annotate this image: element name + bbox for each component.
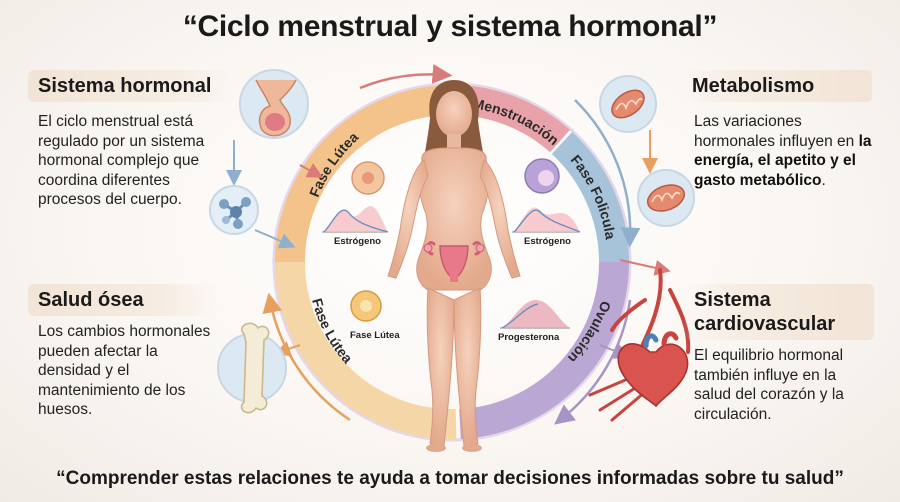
hormone-curve-icon-right: [512, 207, 581, 233]
panel-metabolismo-title: Metabolismo: [692, 75, 815, 97]
pituitary-gland-icon: [239, 69, 309, 139]
page-title: “Ciclo menstrual y sistema hormonal”: [182, 10, 718, 43]
panel-metabolismo-end: .: [821, 171, 826, 189]
cell-icon-folicular: [524, 158, 560, 194]
label-progesterona: Progesterona: [498, 332, 560, 343]
panel-hormonal-body: El ciclo menstrual está regulado por un …: [38, 113, 205, 208]
panel-osea-body: Los cambios hormonales pueden afectar la…: [38, 323, 211, 418]
panel-hormonal-title: Sistema hormonal: [38, 75, 212, 97]
hormone-molecule-icon: [209, 185, 259, 235]
female-figure: [387, 80, 521, 452]
panel-osea-title: Salud ósea: [38, 289, 144, 311]
panel-osea-heading: Salud ósea: [28, 284, 218, 316]
panel-metabolismo-body: Las variaciones hormonales influyen en l…: [694, 112, 874, 190]
panel-cardio-heading: Sistema cardiovascular: [684, 284, 874, 340]
panel-cardio-title: Sistema cardiovascular: [694, 289, 836, 335]
phase-lutea-bottom-arc: [275, 261, 457, 440]
phase-lutea-top-arc: [275, 85, 451, 263]
phase-folicular-arc: [551, 131, 630, 263]
phase-ovulacion-arc: [459, 261, 630, 439]
panel-metabolismo-heading: Metabolismo: [682, 70, 872, 102]
panel-metabolismo-text: Las variaciones hormonales influyen en: [694, 113, 859, 150]
panel-hormonal-heading: Sistema hormonal: [28, 70, 234, 102]
hormone-curve-icon-left: [322, 206, 389, 233]
label-estrogeno-left: Estrógeno: [334, 236, 381, 247]
cell-icon-corpus: [350, 290, 382, 322]
footer-quote: “Comprender estas relaciones te ayuda a …: [56, 468, 844, 489]
mitochondria-icon: [599, 75, 657, 133]
panel-metabolismo-bold: la energía, el apetito y el gasto metabó…: [694, 132, 872, 189]
cell-icon-lutea: [351, 161, 385, 195]
hormone-curve-icon-progesterona: [500, 300, 570, 329]
panel-cardio-body: El equilibrio hormonal también influye e…: [694, 347, 844, 423]
label-estrogeno-right: Estrógeno: [524, 236, 571, 247]
mitochondria-icon-2: [637, 169, 695, 227]
label-fase-lutea-small: Fase Lútea: [350, 330, 400, 341]
uterus-icon: [423, 241, 485, 282]
heart-icon: [588, 268, 691, 422]
bone-icon: [217, 322, 287, 414]
